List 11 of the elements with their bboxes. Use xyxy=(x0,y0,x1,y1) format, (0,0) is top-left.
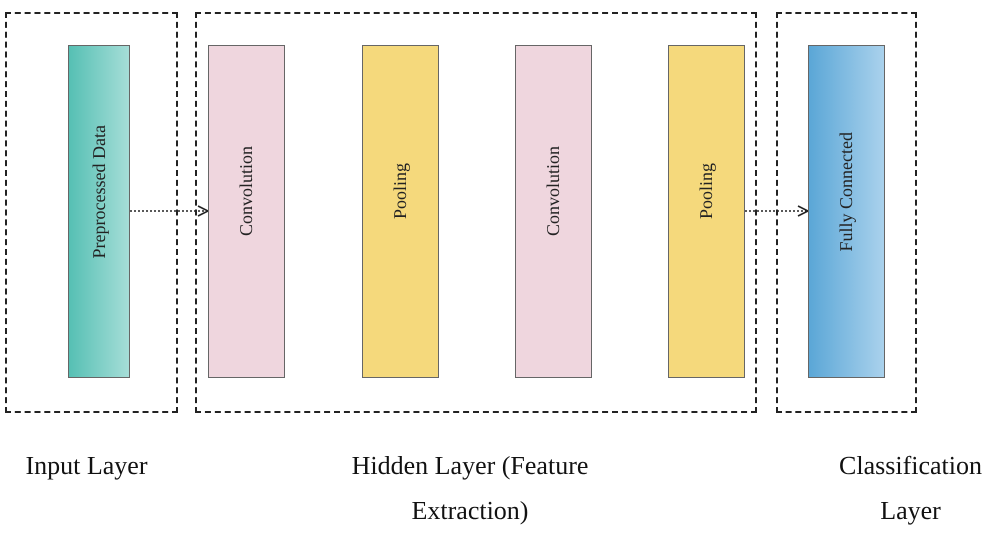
dotted-arrow xyxy=(745,205,809,217)
layer-block: Fully Connected xyxy=(808,45,885,378)
layer-title: Hidden Layer (Feature Extraction) xyxy=(350,450,590,527)
dotted-arrow xyxy=(130,205,209,217)
layer-block: Convolution xyxy=(515,45,592,378)
layer-title: Input Layer xyxy=(24,450,148,482)
layer-block: Convolution xyxy=(208,45,285,378)
layer-block: Preprocessed Data xyxy=(68,45,130,378)
layer-block: Pooling xyxy=(362,45,439,378)
layer-title: Classification Layer xyxy=(838,450,983,527)
layer-block: Pooling xyxy=(668,45,745,378)
